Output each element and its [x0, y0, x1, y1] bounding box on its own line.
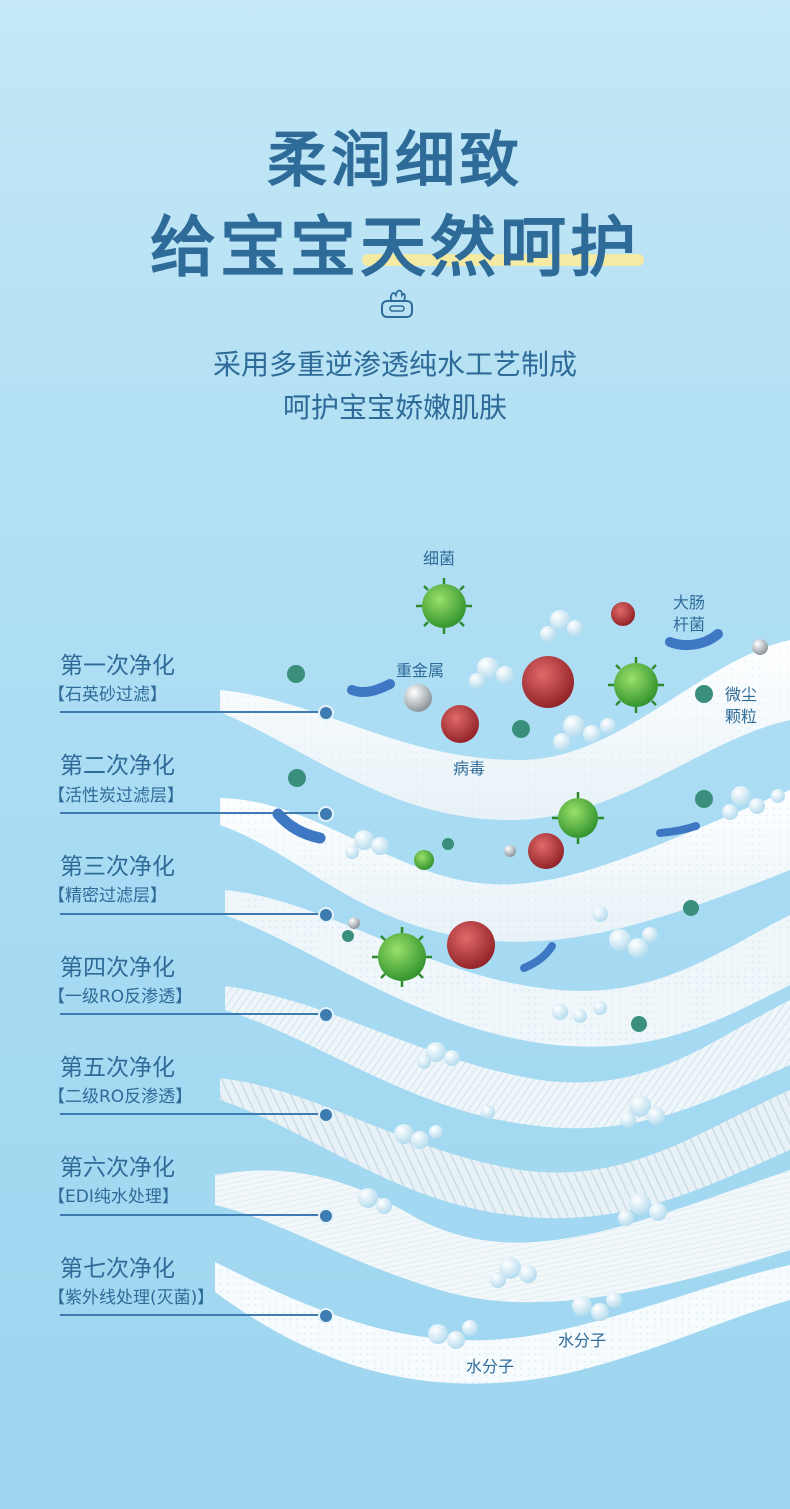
- stage-4-name: 第四次净化: [60, 955, 175, 981]
- label-dust-line1: 微尘: [724, 685, 757, 704]
- stage-6-method: 【EDI纯水处理】: [48, 1187, 179, 1207]
- stage-7-name: 第七次净化: [60, 1256, 175, 1282]
- bacteria-icon: [414, 850, 434, 870]
- main-title-line2: 给宝宝天然呵护: [150, 209, 640, 286]
- heavy-metal-icon: [404, 684, 432, 712]
- heavy-metal-icon: [504, 845, 516, 857]
- virus-icon: [528, 833, 564, 869]
- label-bacteria: 细菌: [422, 549, 455, 568]
- stage-6-line: [60, 1214, 322, 1216]
- stage-7-dot: [318, 1308, 334, 1324]
- label-water-molecule: 水分子: [557, 1331, 606, 1350]
- virus-icon: [522, 656, 574, 708]
- stage-6-dot: [318, 1208, 334, 1224]
- label-ecoli-line1: 大肠: [672, 593, 705, 612]
- stage-3-dot: [318, 907, 334, 923]
- ecoli-icon: [347, 679, 395, 698]
- bacteria-icon: [552, 792, 604, 844]
- title-highlight-bar: [362, 254, 644, 266]
- stage-2-dot: [318, 806, 334, 822]
- stage-3-method: 【精密过滤层】: [48, 886, 167, 906]
- ecoli-icon: [272, 808, 326, 844]
- stage-5-line: [60, 1113, 322, 1115]
- stage-4-dot: [318, 1007, 334, 1023]
- ecoli-icon: [665, 629, 723, 651]
- heavy-metal-icon: [348, 917, 360, 929]
- stage-5-name: 第五次净化: [60, 1055, 175, 1081]
- label-water-molecule: 水分子: [465, 1357, 514, 1376]
- ecoli-icon: [656, 822, 700, 837]
- virus-icon: [441, 705, 479, 743]
- stage-7-line: [60, 1314, 322, 1316]
- subtitle-line1: 采用多重逆渗透纯水工艺制成: [212, 348, 577, 381]
- stage-7-method: 【紫外线处理(灭菌)】: [48, 1288, 215, 1308]
- stage-2-line: [60, 812, 322, 814]
- stage-1-line: [60, 711, 322, 713]
- heavy-metal-icon: [752, 639, 768, 655]
- bacteria-icon: [416, 578, 472, 634]
- virus-icon: [447, 921, 495, 969]
- main-title-line1: 柔润细致: [267, 126, 523, 196]
- dust-particle-icon: [287, 665, 713, 1032]
- stage-5-dot: [318, 1107, 334, 1123]
- bacteria-icon: [372, 927, 432, 987]
- stage-4-method: 【一级RO反渗透】: [48, 987, 193, 1007]
- subtitle-line2: 呵护宝宝娇嫩肌肤: [282, 391, 507, 424]
- stage-1-dot: [318, 705, 334, 721]
- label-virus: 病毒: [452, 759, 485, 778]
- stage-1-name: 第一次净化: [60, 653, 175, 679]
- stage-1-method: 【石英砂过滤】: [48, 685, 167, 705]
- stage-2-name: 第二次净化: [60, 753, 175, 779]
- stage-2-method: 【活性炭过滤层】: [48, 786, 184, 806]
- label-heavy-metal: 重金属: [395, 661, 444, 680]
- virus-icon: [611, 602, 635, 626]
- ecoli-icon: [520, 942, 556, 972]
- label-ecoli-line2: 杆菌: [672, 615, 705, 634]
- label-dust-line2: 颗粒: [724, 707, 757, 726]
- bacteria-icon: [608, 657, 664, 713]
- stage-6-name: 第六次净化: [60, 1155, 175, 1181]
- stage-3-name: 第三次净化: [60, 854, 175, 880]
- water-molecule-cluster: [345, 610, 785, 1349]
- stage-4-line: [60, 1013, 322, 1015]
- stage-5-method: 【二级RO反渗透】: [48, 1087, 193, 1107]
- wipes-package-icon: [381, 289, 413, 318]
- stage-3-line: [60, 913, 322, 915]
